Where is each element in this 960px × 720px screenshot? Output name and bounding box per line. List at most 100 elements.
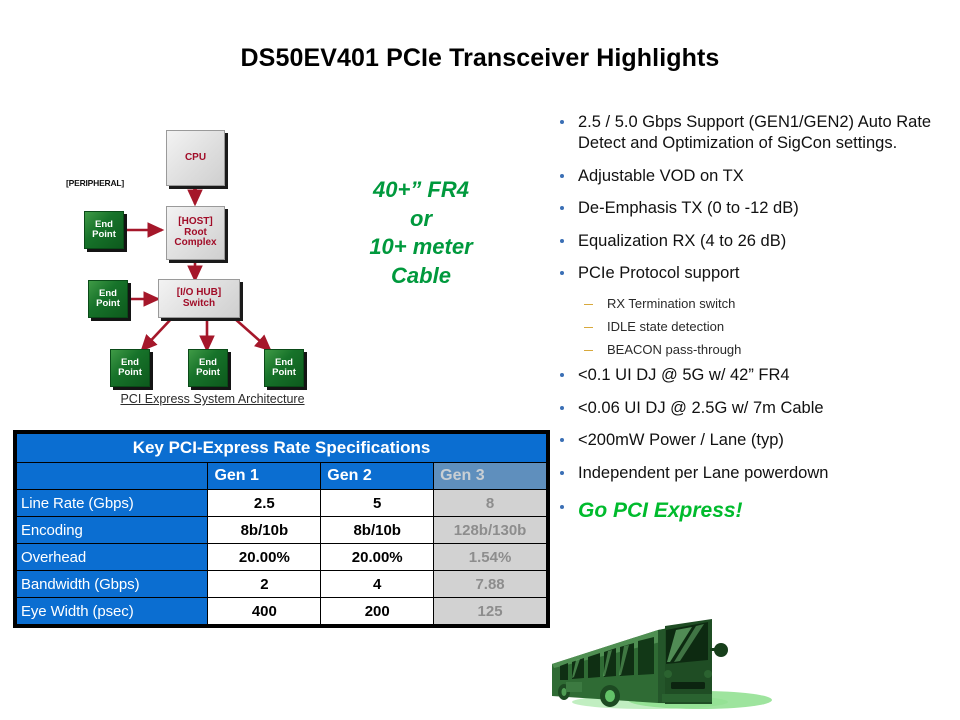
diagram-arrows [111, 176, 272, 353]
endpoint-line2: Point [272, 367, 296, 378]
bullet-dot-icon [560, 438, 564, 443]
cell-overhead-gen1: 20.00% [207, 543, 322, 571]
list-item: Equalization RX (4 to 26 dB) [552, 231, 956, 252]
bullet-dot-icon [560, 238, 564, 243]
bullet-dot-icon [560, 173, 564, 178]
bullet-dot-icon [560, 405, 564, 410]
fr4-cable-callout: 40+” FR4 or 10+ meter Cable [330, 176, 512, 290]
dash-bullet-icon [584, 350, 593, 352]
table-row: Encoding 8b/10b 8b/10b 128b/130b [15, 516, 547, 544]
highlights-bullet-list: 2.5 / 5.0 Gbps Support (GEN1/GEN2) Auto … [552, 112, 956, 535]
endpoint-line1: End [99, 287, 117, 299]
bullet-dot-icon [560, 505, 564, 510]
endpoint-line2: Point [96, 298, 120, 309]
table-header-row: Gen 1 Gen 2 Gen 3 [15, 462, 547, 490]
cell-overhead-gen2: 20.00% [320, 543, 435, 571]
list-item: PCIe Protocol support [552, 263, 956, 284]
root-complex-line1: [HOST] [178, 215, 213, 227]
cpu-label: CPU [184, 151, 207, 163]
list-item: 2.5 / 5.0 Gbps Support (GEN1/GEN2) Auto … [552, 112, 956, 155]
row-label-line-rate: Line Rate (Gbps) [15, 489, 209, 517]
row-label-eye-width: Eye Width (psec) [15, 597, 209, 625]
diagram-node-root-complex: [HOST] Root Complex [166, 206, 225, 260]
endpoint-line2: Point [196, 367, 220, 378]
endpoint-line1: End [95, 218, 113, 230]
closing-call-to-action: Go PCI Express! [578, 499, 743, 523]
bullet-text: <0.06 UI DJ @ 2.5G w/ 7m Cable [578, 398, 824, 417]
table-header-gen1: Gen 1 [207, 462, 322, 490]
diagram-node-endpoint-left: End Point [88, 280, 128, 318]
diagram-node-cpu: CPU [166, 130, 225, 186]
pci-express-rate-specifications-table: Key PCI-Express Rate Specifications Gen … [13, 430, 550, 628]
root-complex-line2: Root [184, 226, 207, 238]
row-label-encoding: Encoding [15, 516, 209, 544]
list-item-closing: Go PCI Express! [552, 497, 956, 524]
pci-express-architecture-diagram: CPU [PERIPHERAL] End Point [HOST] Root C… [62, 122, 362, 422]
list-item: <200mW Power / Lane (typ) [552, 430, 956, 451]
endpoint-line2: Point [118, 367, 142, 378]
cell-encoding-gen3: 128b/130b [433, 516, 547, 544]
sub-bullet-text: IDLE state detection [607, 318, 725, 334]
endpoint-line1: End [275, 356, 293, 368]
list-item: Adjustable VOD on TX [552, 166, 956, 187]
table-header-gen3: Gen 3 [433, 462, 547, 490]
table-row: Bandwidth (Gbps) 2 4 7.88 [15, 570, 547, 598]
bullet-dot-icon [560, 206, 564, 211]
diagram-node-endpoint-peripheral: End Point [84, 211, 124, 249]
endpoint-line1: End [199, 356, 217, 368]
diagram-node-endpoint-bottom-1: End Point [110, 349, 150, 387]
cell-line-rate-gen2: 5 [320, 489, 435, 517]
cell-encoding-gen1: 8b/10b [207, 516, 322, 544]
diagram-node-endpoint-bottom-2: End Point [188, 349, 228, 387]
diagram-node-io-hub-switch: [I/O HUB] Switch [158, 279, 240, 318]
callout-line-3: 10+ meter [369, 234, 473, 260]
bullet-text: De-Emphasis TX (0 to -12 dB) [578, 199, 799, 218]
table-title-row: Key PCI-Express Rate Specifications [16, 433, 547, 463]
list-item: Independent per Lane powerdown [552, 463, 956, 484]
list-item: De-Emphasis TX (0 to -12 dB) [552, 198, 956, 219]
row-label-overhead: Overhead [15, 543, 209, 571]
cell-eye-width-gen2: 200 [320, 597, 435, 625]
sub-list-item: BEACON pass-through [552, 342, 956, 358]
table-row: Overhead 20.00% 20.00% 1.54% [15, 543, 547, 571]
cell-eye-width-gen1: 400 [207, 597, 322, 625]
green-bus-icon [552, 619, 772, 709]
bullet-text: PCIe Protocol support [578, 264, 740, 283]
cell-line-rate-gen3: 8 [433, 489, 547, 517]
table-row: Eye Width (psec) 400 200 125 [15, 597, 547, 625]
dash-bullet-icon [584, 326, 593, 328]
switch-line2: Switch [182, 297, 216, 309]
root-complex-line3: Complex [174, 237, 217, 249]
callout-line-1: 40+” FR4 [373, 177, 469, 202]
table-header-gen2: Gen 2 [320, 462, 435, 490]
endpoint-line2: Point [92, 229, 116, 240]
table-header-blank [15, 462, 209, 490]
sub-list-item: IDLE state detection [552, 319, 956, 335]
sub-bullet-text: RX Termination switch [607, 295, 736, 311]
bullet-dot-icon [560, 470, 564, 475]
table-row: Line Rate (Gbps) 2.5 5 8 [15, 489, 547, 517]
cell-bandwidth-gen2: 4 [320, 570, 435, 598]
sub-list-item: RX Termination switch [552, 296, 956, 312]
bullet-text: Adjustable VOD on TX [578, 166, 744, 185]
bullet-text: Independent per Lane powerdown [578, 463, 829, 482]
cell-eye-width-gen3: 125 [433, 597, 547, 625]
bullet-dot-icon [560, 120, 564, 124]
dash-bullet-icon [584, 303, 593, 305]
list-item: <0.06 UI DJ @ 2.5G w/ 7m Cable [552, 398, 956, 419]
diagram-node-endpoint-bottom-3: End Point [264, 349, 304, 387]
bullet-dot-icon [560, 373, 564, 378]
diagram-caption: PCI Express System Architecture [120, 392, 305, 406]
callout-line-4: Cable [391, 262, 451, 288]
sub-bullet-text: BEACON pass-through [607, 342, 742, 358]
bullet-dot-icon [560, 271, 564, 276]
table-title: Key PCI-Express Rate Specifications [16, 433, 547, 463]
switch-line1: [I/O HUB] [176, 286, 222, 298]
page-title: DS50EV401 PCIe Transceiver Highlights [240, 44, 720, 72]
cell-bandwidth-gen3: 7.88 [433, 570, 547, 598]
cell-bandwidth-gen1: 2 [207, 570, 322, 598]
cell-encoding-gen2: 8b/10b [320, 516, 435, 544]
cell-line-rate-gen1: 2.5 [207, 489, 322, 517]
bullet-text: 2.5 / 5.0 Gbps Support (GEN1/GEN2) Auto … [578, 113, 932, 153]
row-label-bandwidth: Bandwidth (Gbps) [15, 570, 209, 598]
